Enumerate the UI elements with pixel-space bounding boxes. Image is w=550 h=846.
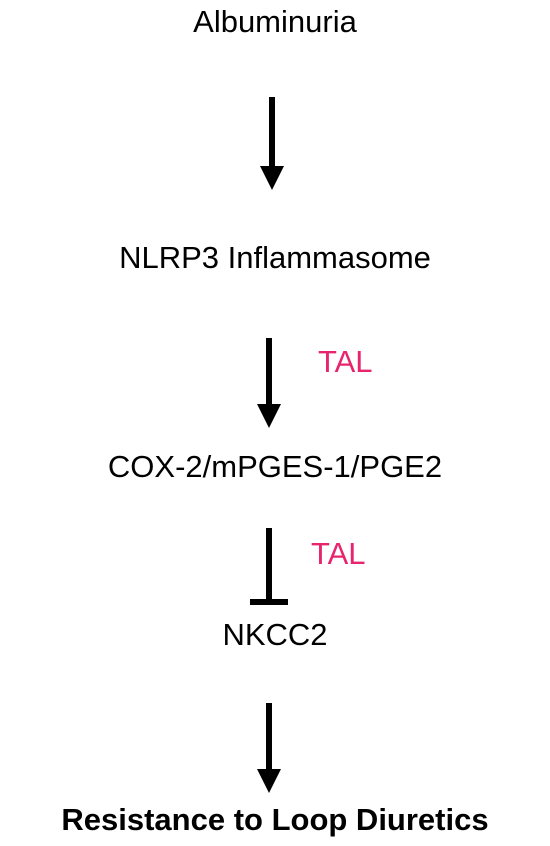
arrow-nkcc2-to-resistance xyxy=(257,703,281,793)
inhibition-cox2-to-nkcc2 xyxy=(250,528,288,605)
node-nlrp3-inflammasome: NLRP3 Inflammasome xyxy=(119,240,431,275)
node-cox2-mpges1-pge2: COX-2/mPGES-1/PGE2 xyxy=(107,449,443,484)
arrow-nlrp3-to-cox2 xyxy=(257,338,281,428)
node-nkcc2: NKCC2 xyxy=(222,617,328,652)
site-label-tal-2: TAL xyxy=(311,536,366,571)
site-label-tal-1: TAL xyxy=(318,344,373,379)
node-resistance-to-loop-diuretics: Resistance to Loop Diuretics xyxy=(61,802,489,837)
arrow-albuminuria-to-nlrp3 xyxy=(260,97,284,190)
node-albuminuria: Albuminuria xyxy=(193,4,357,39)
